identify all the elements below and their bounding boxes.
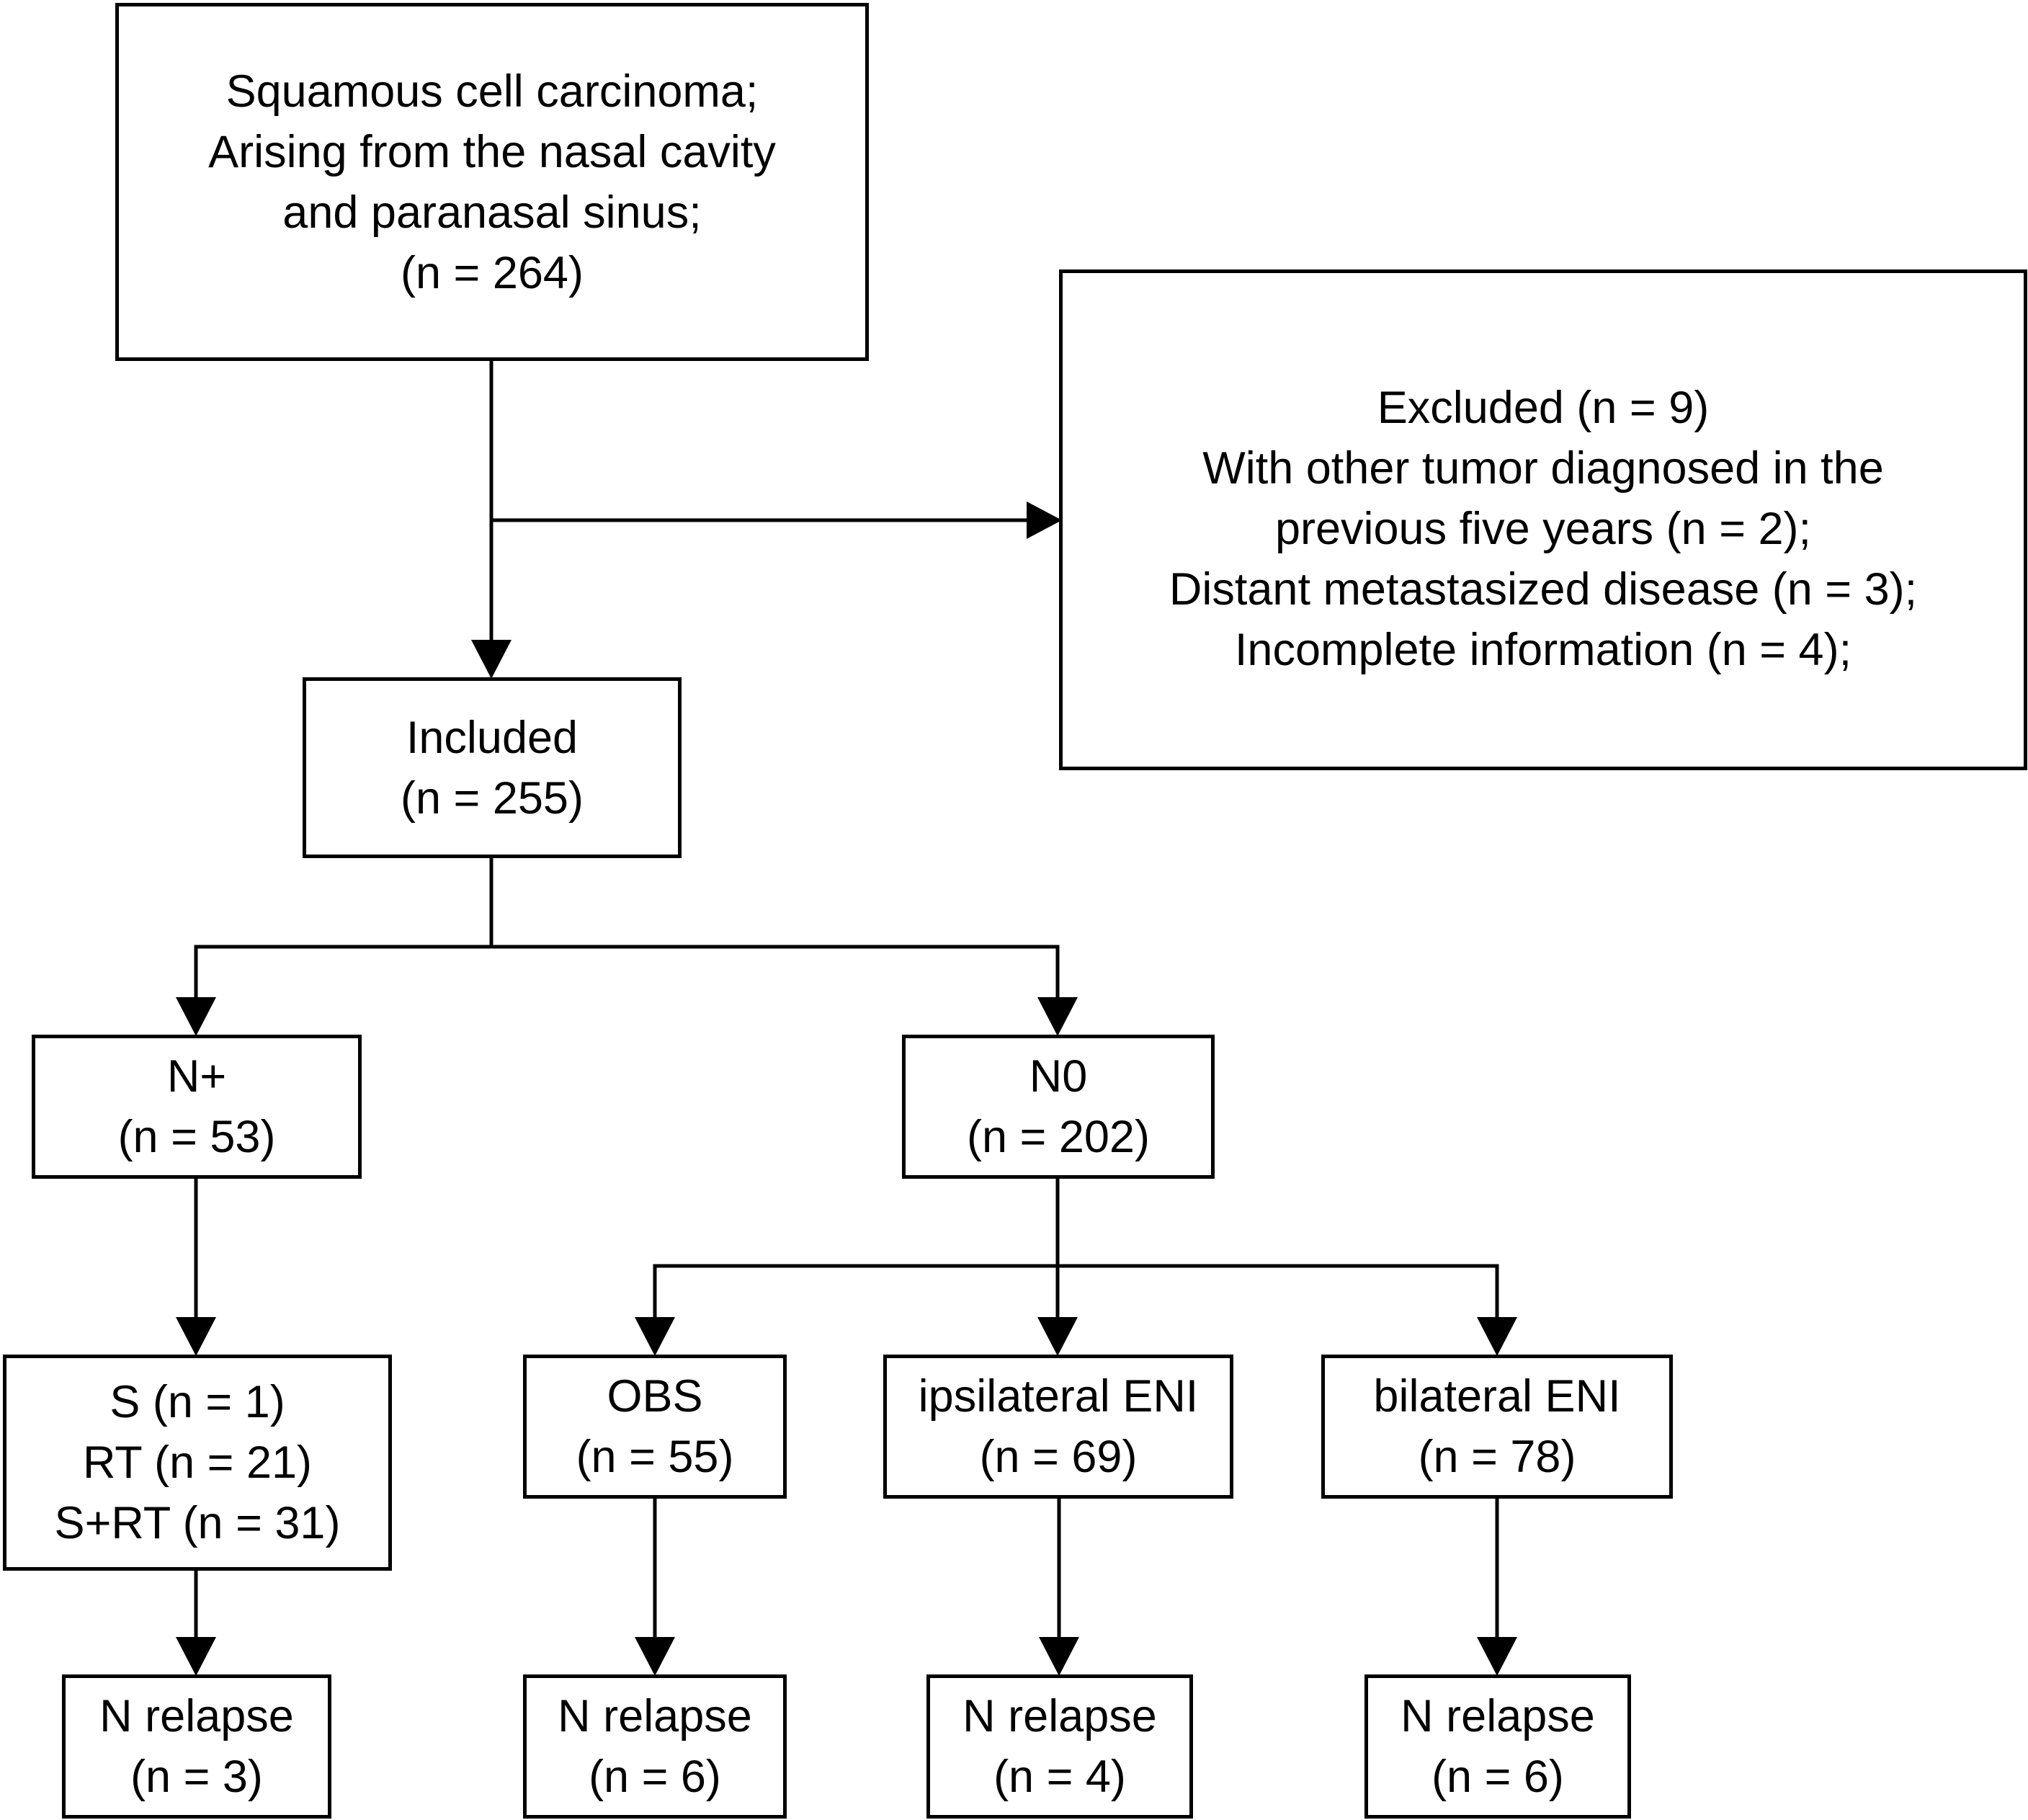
relapse-bilateral-box: N relapse (n = 6) (1364, 1674, 1631, 1819)
screening-line-2: Arising from the nasal cavity (208, 126, 776, 177)
ipsilateral-eni-label: ipsilateral ENI (918, 1371, 1199, 1422)
ipsilateral-eni-box: ipsilateral ENI (n = 69) (883, 1355, 1233, 1499)
relapse-obs-label: N relapse (558, 1691, 752, 1741)
treatment-surgery-radiotherapy: S+RT (n = 31) (54, 1498, 341, 1548)
relapse-ipsilateral-label: N relapse (962, 1691, 1157, 1741)
relapse-n-positive-box: N relapse (n = 3) (62, 1674, 331, 1819)
excluded-line-3: previous five years (n = 2); (1274, 504, 1812, 554)
excluded-line-1: Excluded (n = 9) (1377, 383, 1710, 433)
arrowhead-to-treatment (176, 1317, 216, 1356)
arrowhead-to-relapse-npos (176, 1637, 216, 1676)
relapse-obs-count: (n = 6) (589, 1752, 721, 1802)
included-count: (n = 255) (401, 772, 584, 824)
excluded-line-5: Incomplete information (n = 4); (1234, 625, 1852, 675)
n-zero-box: N0 (n = 202) (902, 1035, 1215, 1179)
treatment-radiotherapy: RT (n = 21) (82, 1437, 313, 1488)
relapse-n-positive-label: N relapse (99, 1691, 294, 1741)
relapse-ipsilateral-count: (n = 4) (993, 1752, 1126, 1802)
n-positive-box: N+ (n = 53) (32, 1035, 362, 1179)
relapse-bilateral-label: N relapse (1401, 1691, 1595, 1741)
excluded-line-4: Distant metastasized disease (n = 3); (1169, 564, 1918, 615)
included-label: Included (406, 712, 579, 763)
relapse-n-positive-count: (n = 3) (130, 1752, 263, 1802)
n-zero-count: (n = 202) (967, 1112, 1150, 1162)
bilateral-eni-box: bilateral ENI (n = 78) (1321, 1355, 1673, 1499)
excluded-line-2: With other tumor diagnosed in the (1202, 443, 1884, 494)
screening-line-3: and paranasal sinus; (282, 187, 702, 238)
arrowhead-to-npos (176, 997, 216, 1036)
arrowhead-to-excluded (1027, 501, 1062, 539)
arrowhead-to-relapse-bila (1477, 1637, 1517, 1676)
obs-label: OBS (607, 1371, 703, 1422)
treatment-surgery: S (n = 1) (110, 1377, 285, 1427)
arrowhead-to-included (471, 640, 512, 679)
arrowhead-to-n0 (1037, 997, 1078, 1036)
screening-line-1: Squamous cell carcinoma; (225, 66, 759, 117)
n-zero-label: N0 (1029, 1051, 1088, 1102)
relapse-obs-box: N relapse (n = 6) (523, 1674, 787, 1819)
n-positive-label: N+ (166, 1051, 227, 1102)
screening-box: Squamous cell carcinoma; Arising from th… (115, 3, 869, 361)
arrowhead-to-ipsilateral (1037, 1317, 1078, 1356)
bilateral-eni-label: bilateral ENI (1373, 1371, 1621, 1422)
arrowhead-to-relapse-obs (635, 1637, 675, 1676)
obs-box: OBS (n = 55) (523, 1355, 787, 1499)
arrowhead-to-bilateral (1477, 1317, 1517, 1356)
relapse-bilateral-count: (n = 6) (1431, 1752, 1564, 1802)
screening-line-4: (n = 264) (401, 247, 584, 298)
arrowhead-to-obs (635, 1317, 675, 1356)
n-positive-treatment-box: S (n = 1) RT (n = 21) S+RT (n = 31) (3, 1355, 392, 1571)
excluded-box: Excluded (n = 9) With other tumor diagno… (1059, 269, 2027, 770)
arrowhead-to-relapse-ipsi (1039, 1637, 1079, 1676)
n-positive-count: (n = 53) (117, 1112, 276, 1162)
bilateral-eni-count: (n = 78) (1418, 1432, 1576, 1482)
obs-count: (n = 55) (576, 1432, 734, 1482)
included-box: Included (n = 255) (303, 677, 682, 858)
ipsilateral-eni-count: (n = 69) (979, 1432, 1138, 1482)
relapse-ipsilateral-box: N relapse (n = 4) (926, 1674, 1193, 1819)
